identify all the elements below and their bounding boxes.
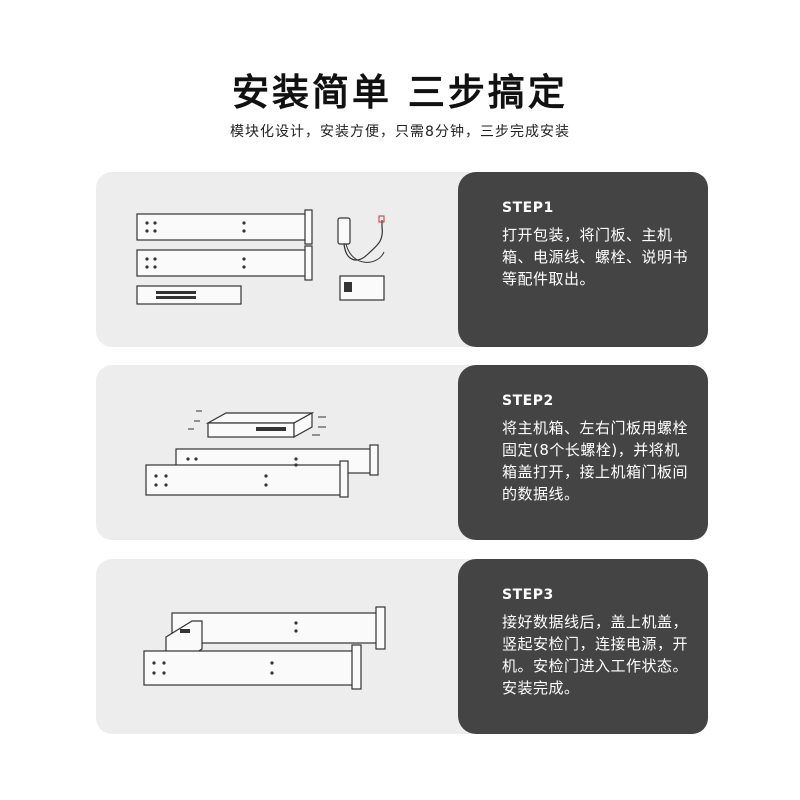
step-label: STEP2	[502, 393, 554, 409]
step2-panel: STEP2 将主机箱、左右门板用螺栓固定(8个长螺栓)，并将机箱盖打开，接上机箱…	[458, 365, 708, 540]
main-box-icon	[136, 285, 242, 305]
page-title: 安装简单 三步搞定	[232, 71, 568, 114]
power-adapter-icon	[337, 217, 351, 245]
step2-illustration	[96, 365, 458, 540]
step1-illustration	[96, 172, 458, 347]
step-description: 将主机箱、左右门板用螺栓固定(8个长螺栓)，并将机箱盖打开，接上机箱门板间的数据…	[502, 419, 689, 503]
step-label: STEP1	[502, 200, 554, 216]
step-card-2: STEP2 将主机箱、左右门板用螺栓固定(8个长螺栓)，并将机箱盖打开，接上机箱…	[96, 365, 708, 540]
door-panel-icon	[171, 612, 379, 644]
step3-illustration	[96, 559, 458, 734]
step-description: 接好数据线后，盖上机盖，竖起安检门，连接电源，开机。安检门进入工作状态。安装完成…	[502, 613, 689, 697]
step-description: 打开包装，将门板、主机箱、电源线、螺栓、说明书等配件取出。	[502, 226, 689, 288]
step-label: STEP3	[502, 587, 554, 603]
step-card-3: STEP3 接好数据线后，盖上机盖，竖起安检门，连接电源，开机。安检门进入工作状…	[96, 559, 708, 734]
step1-panel: STEP1 打开包装，将门板、主机箱、电源线、螺栓、说明书等配件取出。	[458, 172, 708, 347]
step3-panel: STEP3 接好数据线后，盖上机盖，竖起安检门，连接电源，开机。安检门进入工作状…	[458, 559, 708, 734]
door-panel-icon	[136, 249, 308, 277]
step-card-1: STEP1 打开包装，将门板、主机箱、电源线、螺栓、说明书等配件取出。	[96, 172, 708, 347]
door-panel-icon	[136, 213, 308, 241]
page-subtitle: 模块化设计，安装方便，只需8分钟，三步完成安装	[230, 124, 570, 140]
door-panel-icon	[143, 650, 355, 686]
door-panel-icon	[145, 464, 343, 496]
